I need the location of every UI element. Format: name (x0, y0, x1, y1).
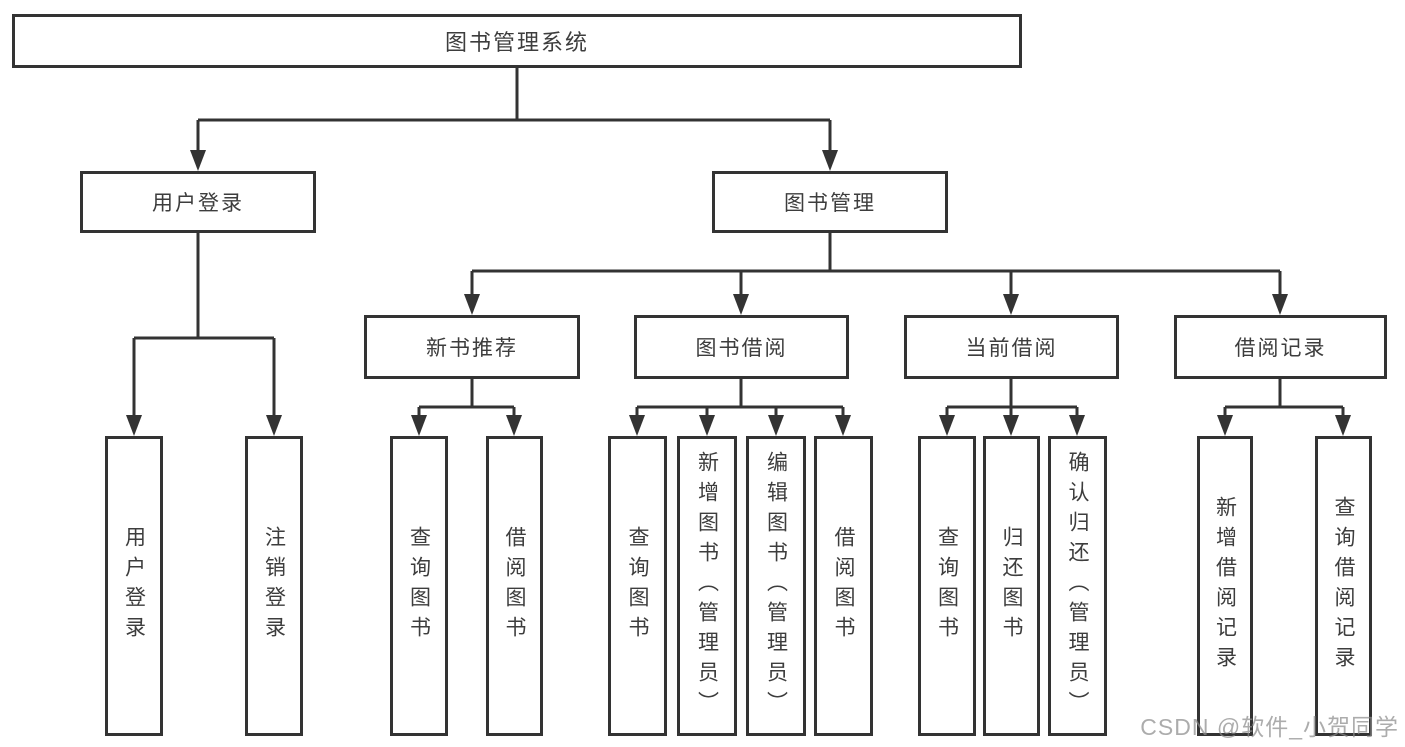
connector-records-to-leaves (1217, 379, 1351, 436)
leaf-records-query-label: 查询借阅记录 (1332, 496, 1355, 676)
leaf-newbooks-query: 查询图书 (390, 436, 448, 736)
connector-book-management-to-level3 (464, 233, 1288, 315)
leaf-logout-label: 注销登录 (262, 526, 286, 646)
node-book-management-label: 图书管理 (784, 192, 876, 215)
leaf-newbooks-borrow: 借阅图书 (486, 436, 543, 736)
leaf-records-add: 新增借阅记录 (1197, 436, 1253, 736)
leaf-borrowing-borrow-label: 借阅图书 (832, 526, 855, 646)
node-root: 图书管理系统 (12, 14, 1022, 68)
node-new-books: 新书推荐 (364, 315, 580, 379)
node-new-books-label: 新书推荐 (426, 337, 518, 360)
connector-borrowing-to-leaves (629, 379, 851, 436)
node-root-label: 图书管理系统 (444, 30, 589, 55)
leaf-records-query: 查询借阅记录 (1315, 436, 1372, 736)
node-user-login-label: 用户登录 (152, 192, 244, 215)
leaf-borrowing-add-label: 新增图书（管理员） (695, 451, 719, 721)
leaf-borrowing-borrow: 借阅图书 (814, 436, 873, 736)
connector-user-login-to-leaves (126, 233, 282, 436)
leaf-current-return: 归还图书 (983, 436, 1040, 736)
leaf-borrowing-edit-label: 编辑图书（管理员） (764, 451, 788, 721)
node-borrow-records-label: 借阅记录 (1234, 337, 1327, 360)
node-book-management: 图书管理 (712, 171, 948, 233)
node-borrow-records: 借阅记录 (1174, 315, 1387, 379)
leaf-newbooks-query-label: 查询图书 (407, 526, 431, 646)
leaf-borrowing-add: 新增图书（管理员） (677, 436, 737, 736)
node-borrowing: 图书借阅 (634, 315, 849, 379)
node-borrowing-label: 图书借阅 (695, 337, 788, 360)
leaf-user-login: 用户登录 (105, 436, 163, 736)
connector-current-to-leaves (939, 379, 1085, 436)
leaf-borrowing-query: 查询图书 (608, 436, 667, 736)
leaf-newbooks-borrow-label: 借阅图书 (503, 526, 526, 646)
leaf-current-query: 查询图书 (918, 436, 976, 736)
leaf-user-login-label: 用户登录 (122, 526, 146, 646)
leaf-current-confirm-return: 确认归还（管理员） (1048, 436, 1107, 736)
node-user-login: 用户登录 (80, 171, 316, 233)
connector-new-books-to-leaves (411, 379, 522, 436)
leaf-current-query-label: 查询图书 (935, 526, 959, 646)
leaf-logout: 注销登录 (245, 436, 303, 736)
connector-root-to-level2 (190, 68, 838, 171)
leaf-records-add-label: 新增借阅记录 (1213, 496, 1237, 676)
leaf-borrowing-query-label: 查询图书 (626, 526, 649, 646)
node-current-borrow: 当前借阅 (904, 315, 1119, 379)
leaf-current-return-label: 归还图书 (1000, 526, 1023, 646)
leaf-current-confirm-return-label: 确认归还（管理员） (1066, 451, 1089, 721)
node-current-borrow-label: 当前借阅 (965, 337, 1058, 360)
leaf-borrowing-edit: 编辑图书（管理员） (746, 436, 806, 736)
